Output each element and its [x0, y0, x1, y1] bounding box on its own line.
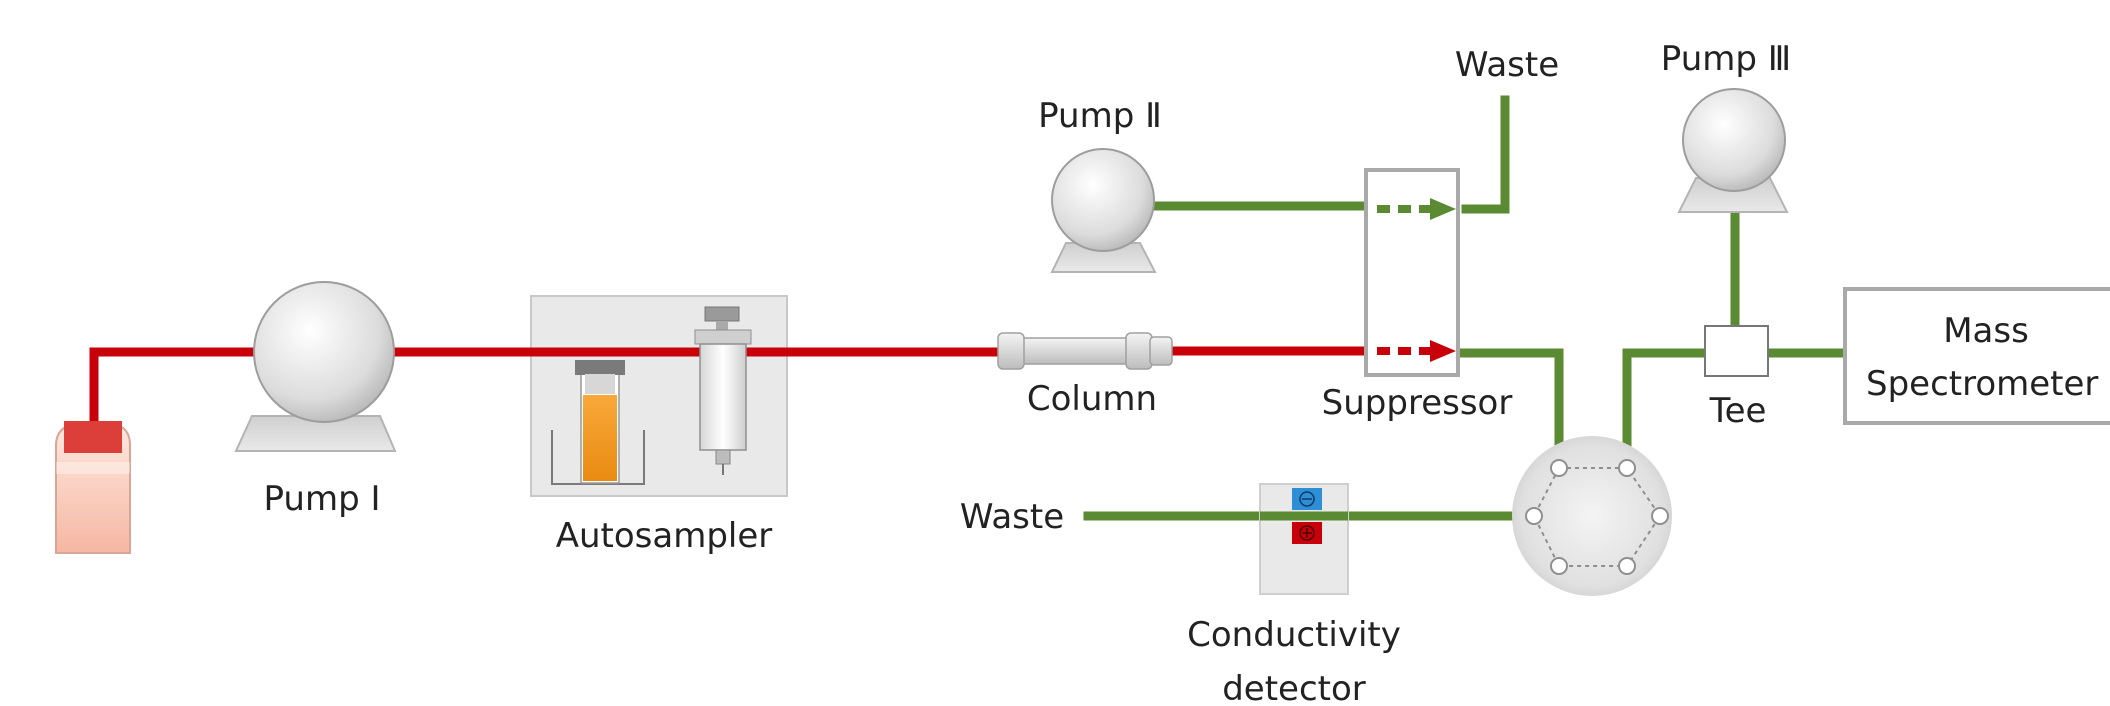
autosampler-icon	[551, 306, 752, 485]
conductivity-detector-icon	[1259, 483, 1349, 595]
pump3-icon	[1677, 88, 1789, 213]
solvent-bottle	[55, 421, 131, 554]
pump3-label: Pump Ⅲ	[1661, 39, 1791, 79]
pump1-label: Pump Ⅰ	[264, 479, 381, 519]
waste-top-label: Waste	[1455, 45, 1559, 85]
mass-spec-label-line1: Mass	[1943, 311, 2029, 351]
tee-label: Tee	[1709, 391, 1767, 431]
pump1-icon	[234, 281, 397, 452]
column-icon	[997, 332, 1173, 370]
tee-icon	[1704, 325, 1769, 377]
conductivity-label-line2: detector	[1222, 669, 1366, 706]
suppressor-icon	[1364, 168, 1460, 377]
column-label: Column	[1027, 379, 1157, 419]
eluent-line	[89, 346, 1383, 429]
mass-spec-label-line2: Spectrometer	[1866, 364, 2098, 404]
switching-valve-icon	[1512, 436, 1672, 596]
pump2-label: Pump Ⅱ	[1038, 96, 1162, 136]
conductivity-label-line1: Conductivity	[1187, 615, 1401, 655]
autosampler-label: Autosampler	[556, 516, 773, 556]
mass-spectrometer-box	[1843, 287, 2110, 425]
pump2-icon	[1050, 148, 1157, 273]
autosampler-box	[530, 295, 788, 497]
waste-left-label: Waste	[960, 497, 1064, 537]
suppressor-label: Suppressor	[1322, 383, 1513, 423]
